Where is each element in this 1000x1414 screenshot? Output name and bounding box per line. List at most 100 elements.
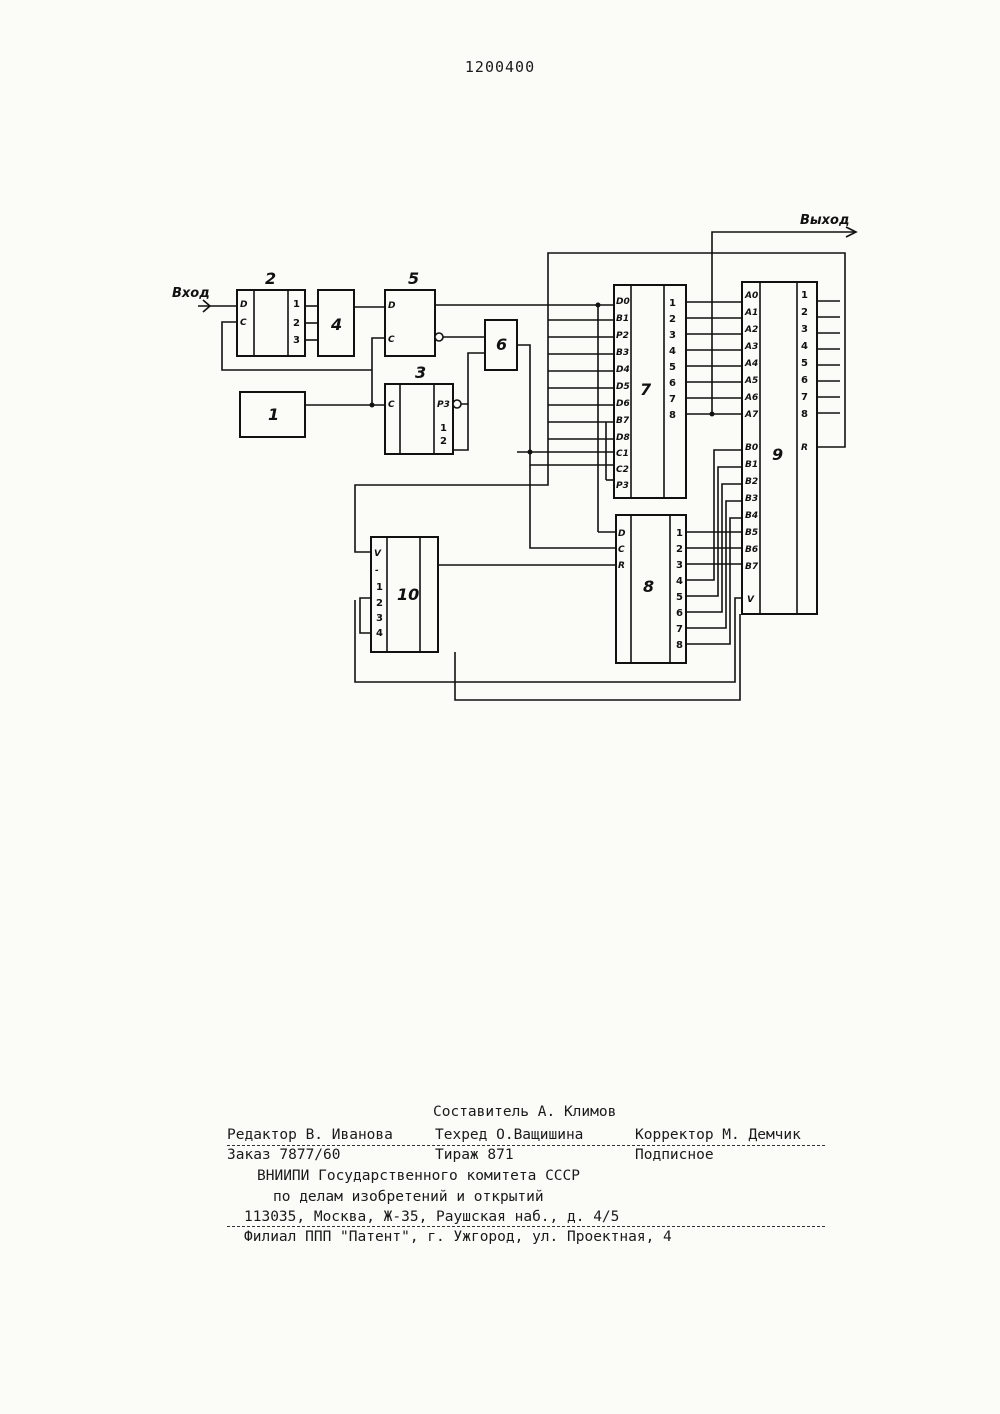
svg-text:C1: C1 [616, 449, 629, 459]
svg-text:8: 8 [669, 410, 676, 421]
svg-text:B3: B3 [745, 494, 758, 504]
compiler: Составитель А. Климов [433, 1104, 616, 1120]
svg-text:1: 1 [376, 582, 383, 593]
svg-text:1: 1 [676, 528, 683, 539]
svg-text:B5: B5 [745, 528, 758, 538]
svg-text:D0: D0 [616, 297, 630, 307]
block-6: 6 [485, 320, 517, 370]
svg-text:7: 7 [676, 624, 683, 635]
svg-text:B3: B3 [616, 348, 629, 358]
organization-2: по делам изобретений и открытий [273, 1189, 544, 1205]
svg-text:B0: B0 [745, 443, 758, 453]
svg-text:C: C [618, 545, 625, 555]
svg-text:C: C [240, 318, 247, 328]
svg-text:3: 3 [676, 560, 683, 571]
svg-text:7: 7 [801, 392, 808, 403]
svg-text:B4: B4 [745, 511, 758, 521]
svg-text:3: 3 [801, 324, 808, 335]
svg-text:5: 5 [801, 358, 808, 369]
svg-text:9: 9 [772, 445, 783, 464]
svg-text:D6: D6 [616, 399, 630, 409]
svg-text:D: D [618, 529, 626, 539]
svg-text:D5: D5 [616, 382, 630, 392]
svg-text:B1: B1 [745, 460, 758, 470]
svg-text:3: 3 [415, 363, 426, 382]
svg-text:D: D [240, 300, 248, 310]
svg-text:A5: A5 [744, 376, 758, 386]
svg-text:1: 1 [669, 298, 676, 309]
svg-text:B1: B1 [616, 314, 629, 324]
svg-text:7: 7 [669, 394, 676, 405]
svg-text:6: 6 [669, 378, 676, 389]
svg-text:D4: D4 [616, 365, 630, 375]
svg-text:B6: B6 [745, 545, 758, 555]
svg-text:3: 3 [669, 330, 676, 341]
svg-text:D8: D8 [616, 433, 630, 443]
svg-text:3: 3 [376, 613, 383, 624]
svg-text:5: 5 [408, 269, 419, 288]
svg-text:2: 2 [376, 598, 383, 609]
block-8: 8 D C R 1 2 3 4 5 6 7 8 [616, 515, 686, 663]
svg-text:10: 10 [397, 585, 419, 604]
svg-text:R: R [618, 561, 625, 571]
svg-text:4: 4 [801, 341, 808, 352]
svg-text:1: 1 [268, 405, 279, 424]
circulation: Тираж 871 [435, 1147, 514, 1163]
svg-text:8: 8 [643, 577, 654, 596]
svg-text:1: 1 [440, 423, 447, 434]
svg-text:4: 4 [669, 346, 676, 357]
subscription: Подписное [635, 1147, 714, 1163]
output-label: Выход [800, 213, 849, 228]
svg-text:A3: A3 [744, 342, 758, 352]
svg-text:2: 2 [440, 436, 447, 447]
organization: ВНИИПИ Государственного комитета СССР [257, 1168, 580, 1184]
svg-text:P3: P3 [437, 400, 450, 410]
svg-text:A0: A0 [744, 291, 758, 301]
svg-text:V: V [747, 595, 755, 605]
block-3: 3 C P3 1 2 [385, 363, 453, 454]
svg-text:5: 5 [676, 592, 683, 603]
block-7: 7 D0 B1 P2 B3 D4 D5 D6 B7 D8 C1 C2 P3 1 … [614, 285, 686, 498]
input-label: Вход [172, 286, 210, 301]
svg-text:V: V [374, 549, 382, 559]
svg-text:2: 2 [265, 269, 276, 288]
svg-text:2: 2 [676, 544, 683, 555]
svg-text:4: 4 [330, 315, 342, 334]
block-1: 1 [240, 392, 305, 437]
svg-text:R: R [801, 443, 808, 453]
footer-divider-1 [227, 1145, 825, 1146]
block-diagram: 1 2 D C 1 2 3 4 5 D C 3 C P3 1 2 6 [0, 0, 1000, 760]
svg-text:2: 2 [801, 307, 808, 318]
svg-text:8: 8 [676, 640, 683, 651]
svg-text:C2: C2 [616, 465, 629, 475]
svg-text:B7: B7 [745, 562, 759, 572]
svg-text:P3: P3 [616, 481, 629, 491]
svg-text:2: 2 [669, 314, 676, 325]
svg-text:A7: A7 [744, 410, 759, 420]
block-4: 4 [318, 290, 354, 356]
svg-text:6: 6 [496, 335, 507, 354]
techred: Техред О.Ващишина [435, 1127, 583, 1143]
branch: Филиал ППП "Патент", г. Ужгород, ул. Про… [244, 1229, 672, 1245]
svg-text:8: 8 [801, 409, 808, 420]
svg-text:D: D [388, 301, 396, 311]
block-2: 2 D C 1 2 3 [237, 269, 305, 356]
svg-text:B7: B7 [616, 416, 630, 426]
block-10: 10 V - 1 2 3 4 [371, 537, 438, 652]
svg-text:C: C [388, 400, 395, 410]
svg-text:1: 1 [293, 299, 300, 310]
address: 113035, Москва, Ж-35, Раушская наб., д. … [244, 1209, 619, 1225]
svg-text:A1: A1 [744, 308, 758, 318]
svg-text:A6: A6 [744, 393, 758, 403]
svg-text:5: 5 [669, 362, 676, 373]
svg-text:1: 1 [801, 290, 808, 301]
order: Заказ 7877/60 [227, 1147, 341, 1163]
corrector: Корректор М. Демчик [635, 1127, 801, 1143]
svg-text:3: 3 [293, 335, 300, 346]
editor: Редактор В. Иванова [227, 1127, 393, 1143]
svg-text:C: C [388, 335, 395, 345]
svg-text:4: 4 [676, 576, 683, 587]
svg-text:2: 2 [293, 318, 300, 329]
svg-text:-: - [375, 566, 379, 576]
svg-text:4: 4 [376, 628, 383, 639]
